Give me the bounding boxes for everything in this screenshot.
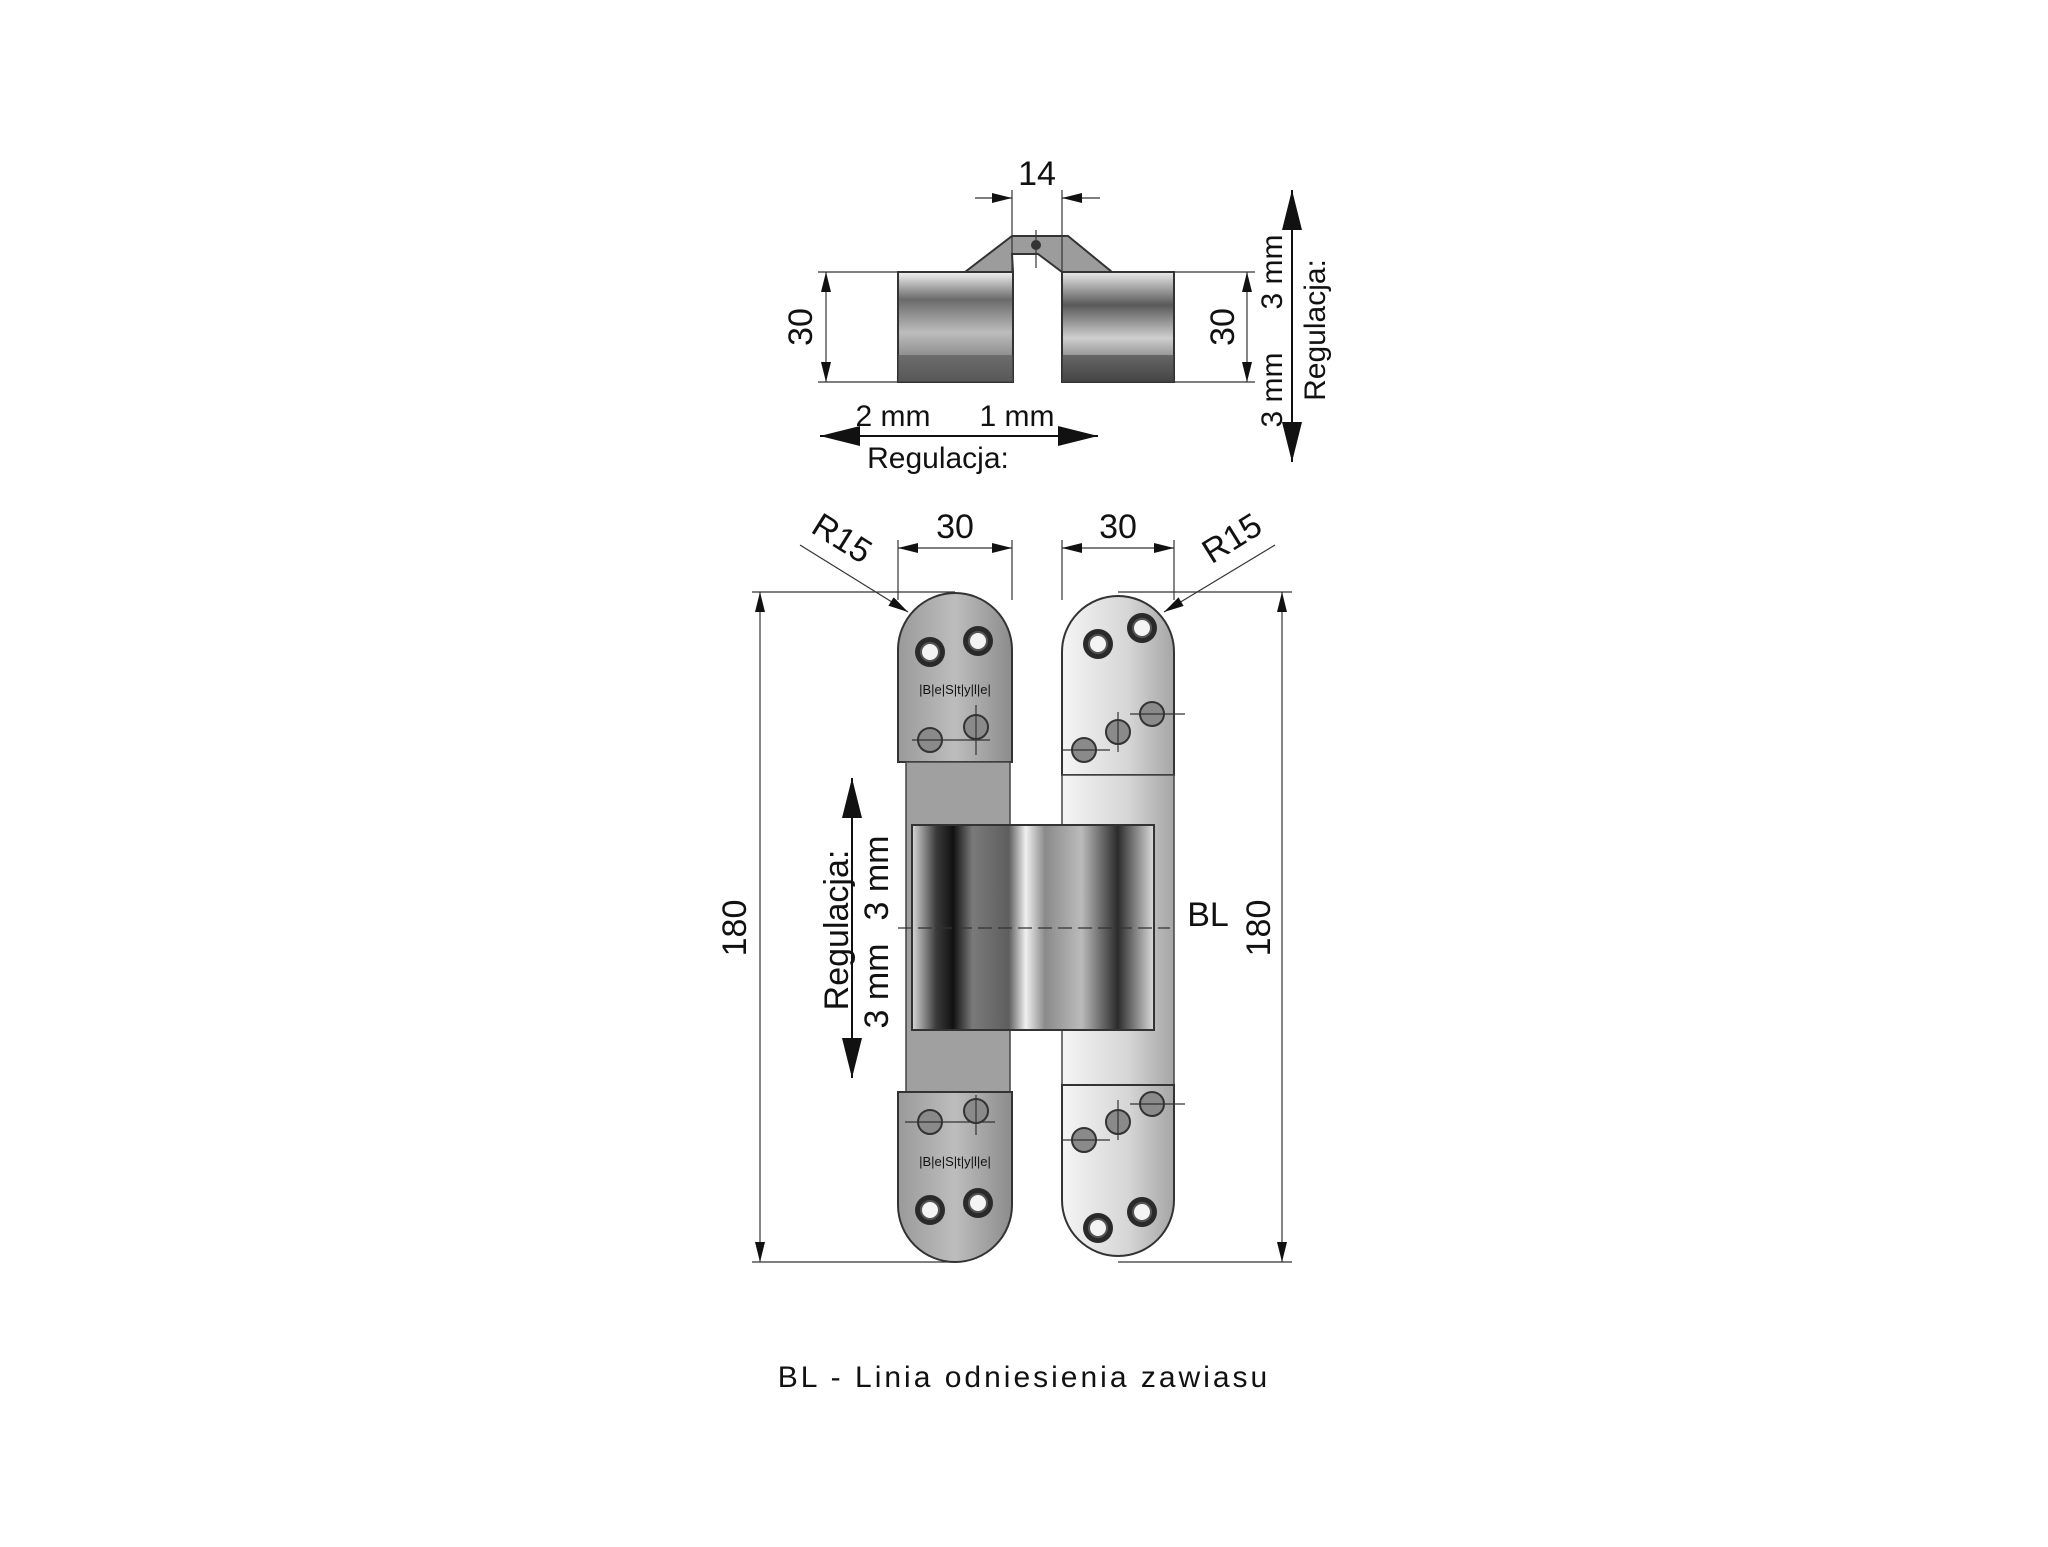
left-width-label: 30 xyxy=(936,508,974,546)
top-h-adjust-left: 2 mm xyxy=(856,400,931,433)
top-height-left-label: 30 xyxy=(782,308,820,346)
left-plate-top xyxy=(897,592,1013,763)
top-v-adjust-up: 3 mm xyxy=(1256,235,1289,310)
height-left-label: 180 xyxy=(716,900,754,957)
left-top-holes xyxy=(912,626,993,755)
top-width-label: 14 xyxy=(1018,155,1056,193)
radius-left-label: R15 xyxy=(805,506,878,571)
right-width-label: 30 xyxy=(1099,508,1137,546)
top-h-adjust-title: Regulacja: xyxy=(867,442,1009,475)
top-view: 14 30 30 2 mm 1 mm Regulacja: 3 mm 3 mm … xyxy=(782,155,1332,475)
bl-label: BL xyxy=(1187,896,1229,934)
front-v-adjust-up: 3 mm xyxy=(858,836,896,921)
left-bottom-holes xyxy=(905,1095,995,1225)
radius-right-label: R15 xyxy=(1196,506,1269,571)
logo-top: |B|e|S|t|y|l|e| xyxy=(919,682,991,697)
right-bottom-holes xyxy=(1062,1091,1185,1243)
hinge-body xyxy=(911,824,1155,1031)
top-v-adjust-down: 3 mm xyxy=(1256,353,1289,428)
top-height-right-label: 30 xyxy=(1204,308,1242,346)
right-top-holes xyxy=(1062,613,1185,763)
top-h-adjust-right: 1 mm xyxy=(980,400,1055,433)
height-right-label: 180 xyxy=(1240,900,1278,957)
top-v-adjust-title: Regulacja: xyxy=(1299,259,1332,401)
left-plate-bottom xyxy=(897,1091,1013,1263)
front-v-adjust-down: 3 mm xyxy=(858,944,896,1029)
front-view: |B|e|S|t|y|l|e| |B|e|S|t|y|l|e| xyxy=(716,506,1292,1263)
caption: BL - Linia odniesienia zawiasu xyxy=(778,1361,1270,1394)
logo-bottom: |B|e|S|t|y|l|e| xyxy=(919,1154,991,1169)
front-v-adjust-title: Regulacja: xyxy=(818,850,856,1011)
